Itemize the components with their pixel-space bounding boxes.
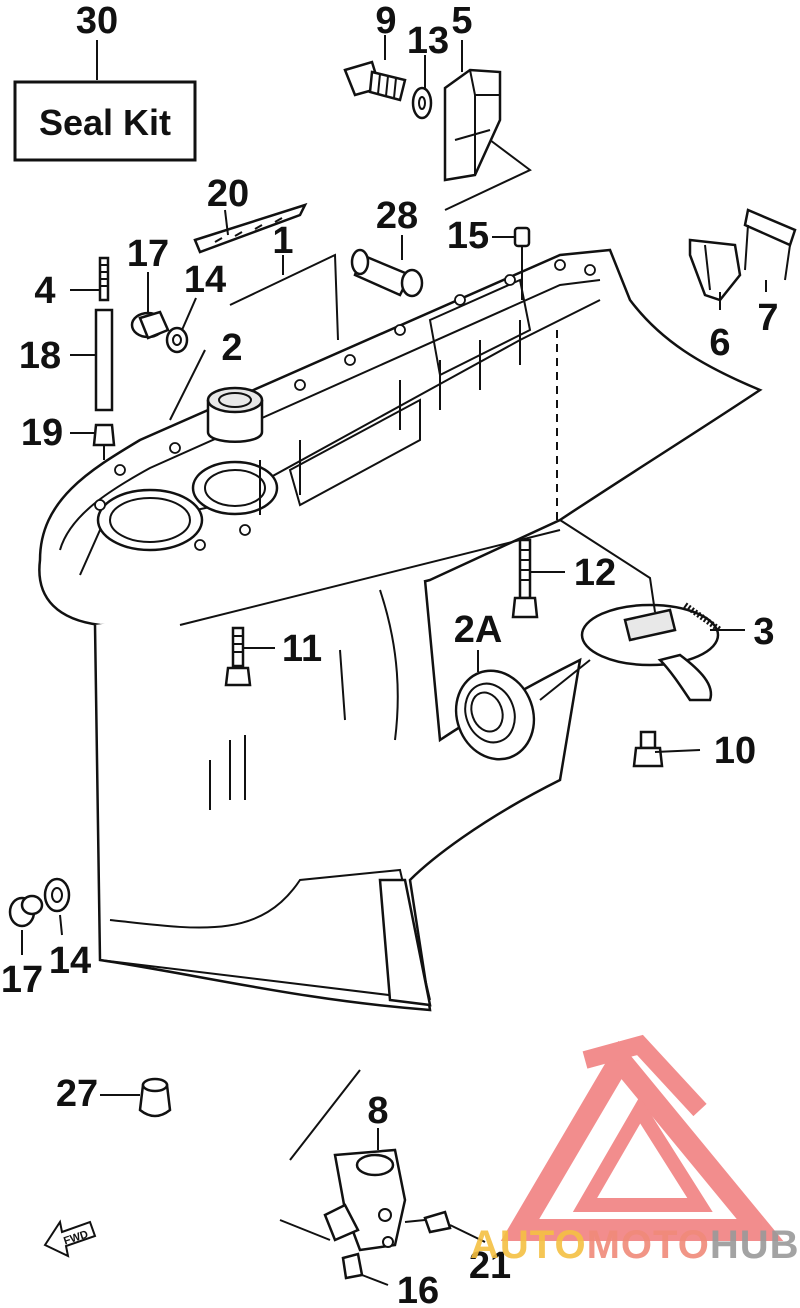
part-8-16-21-water-block — [279, 1069, 452, 1280]
part-2a-seal — [454, 669, 536, 761]
callout-2a: 2A — [454, 609, 503, 651]
callout-7: 7 — [757, 297, 778, 339]
callout-20: 20 — [207, 173, 249, 215]
callout-18: 18 — [19, 335, 61, 377]
callout-28: 28 — [376, 195, 418, 237]
seal-kit-callout: 30 Seal Kit — [13, 0, 197, 162]
part-12-bolt — [511, 538, 539, 619]
callout-12: 12 — [574, 552, 616, 594]
watermark-auto: AUTO — [470, 1223, 587, 1267]
callout-14-upper: 14 — [184, 259, 226, 301]
callout-numbers: 9 13 5 20 28 15 1 17 14 4 2 18 19 6 7 12… — [1, 0, 779, 1308]
callout-17-upper: 17 — [127, 233, 169, 275]
part-17-14-lower-plug-washer — [8, 877, 71, 928]
callout-6: 6 — [709, 322, 730, 364]
gearcase-housing — [38, 248, 763, 1012]
callout-3: 3 — [753, 611, 774, 653]
watermark-moto: MOTO — [587, 1223, 710, 1267]
callout-30: 30 — [76, 0, 118, 42]
automotohub-logo — [500, 1034, 784, 1241]
part-27-plug — [138, 1077, 172, 1118]
part-3-trim-tab — [580, 602, 722, 702]
callout-17-lower: 17 — [1, 959, 43, 1001]
callout-9: 9 — [375, 0, 396, 42]
callout-11: 11 — [282, 628, 322, 670]
callout-10: 10 — [714, 730, 756, 772]
part-9-13-5-bolt-washer-cover — [343, 60, 502, 182]
forward-arrow-icon: FWD — [43, 1219, 97, 1258]
seal-kit-box — [13, 80, 197, 162]
callout-19: 19 — [21, 412, 63, 454]
automotohub-watermark: AUTOMOTOHUB — [470, 1223, 800, 1267]
callout-16: 16 — [397, 1270, 439, 1308]
leader-lines — [21, 35, 767, 1286]
callout-8: 8 — [367, 1090, 388, 1132]
part-10-screw — [632, 730, 664, 768]
svg-text:AUTOMOTOHUB: AUTOMOTOHUB — [470, 1223, 800, 1267]
callout-15: 15 — [447, 215, 489, 257]
watermark-hub: HUB — [710, 1223, 800, 1267]
callout-27: 27 — [56, 1073, 98, 1115]
callout-13: 13 — [407, 20, 449, 62]
part-17-14-upper-plug-washer — [130, 310, 189, 354]
callout-1: 1 — [272, 220, 293, 262]
callout-5: 5 — [451, 0, 472, 42]
seal-kit-label: Seal Kit — [39, 102, 171, 143]
callout-14-lower: 14 — [49, 940, 91, 982]
part-2-bushing — [206, 386, 264, 443]
part-28-plug — [350, 248, 424, 298]
part-6-7-brackets — [688, 208, 797, 302]
callout-4: 4 — [34, 270, 55, 312]
part-20-tie-strap — [193, 202, 308, 254]
callout-21: 21 — [469, 1245, 511, 1287]
part-4-18-19-stud-tube — [92, 256, 116, 460]
callout-2: 2 — [221, 327, 242, 369]
